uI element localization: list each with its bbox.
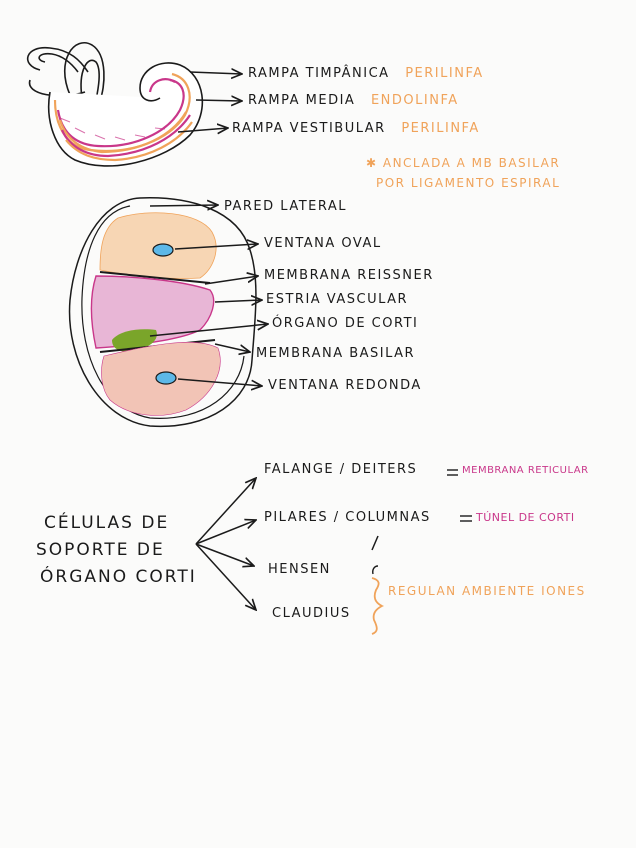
cells-arrows: [195, 478, 379, 610]
semicircular-canals: [26, 42, 105, 101]
cell-falange-name: FALANGE / DEITERS: [264, 462, 418, 477]
rampa-timpanica-fluid: PERILINFA: [405, 66, 484, 81]
rampa-media-name: RAMPA MEDIA: [248, 93, 356, 108]
oval-window: [152, 243, 174, 257]
cell-falange-result: MEMBRANA RETICULAR: [462, 465, 589, 476]
cochlea-drawing: [26, 42, 204, 167]
cell-pilares-name: PILARES / COLUMNAS: [264, 510, 431, 525]
label-estria-vascular: ESTRIA VASCULAR: [266, 292, 409, 307]
rampa-media-fluid: ENDOLINFA: [370, 93, 459, 108]
rampa-vestibular-name: RAMPA VESTIBULAR: [232, 121, 386, 136]
arrow-media: [195, 100, 242, 101]
section-arrows: [149, 205, 268, 386]
rampa-timpanica-name: RAMPA TIMPÂNICA: [248, 66, 390, 81]
orange-brace: [371, 577, 385, 635]
scala-media: [90, 275, 215, 349]
reissner-membrane: [99, 271, 211, 284]
rampa-vestibular-fluid: PERILINFA: [401, 121, 480, 136]
cell-item-falange: FALANGE / DEITERS: [264, 462, 417, 477]
cell-item-hensen: HENSEN: [268, 562, 331, 577]
round-window: [155, 371, 177, 385]
label-organo-de-corti: ÓRGANO DE CORTI: [272, 316, 419, 331]
cells-title-line2: SOPORTE DE: [36, 540, 165, 560]
label-ventana-oval: VENTANA OVAL: [264, 236, 382, 251]
inner-outline: [81, 205, 245, 419]
arrow-vestibular: [177, 128, 228, 132]
cochlear-cross-section: [68, 197, 257, 428]
label-membrana-basilar: MEMBRANA BASILAR: [256, 346, 416, 361]
label-pared-lateral: PARED LATERAL: [224, 199, 348, 214]
note-anclada: ✱ ANCLADA A MB BASILAR: [366, 156, 561, 170]
label-rampa-timpanica: RAMPA TIMPÂNICA PERILINFA: [248, 66, 484, 81]
cells-title-line1: CÉLULAS DE: [44, 513, 170, 533]
equals-signs: [447, 469, 472, 522]
cell-item-claudius: CLAUDIUS: [272, 606, 351, 621]
label-rampa-media: RAMPA MEDIA ENDOLINFA: [248, 93, 459, 108]
cell-pilares-result: TÚNEL DE CORTI: [476, 511, 575, 524]
label-membrana-reissner: MEMBRANA REISSNER: [264, 268, 434, 283]
label-rampa-vestibular: RAMPA VESTIBULAR PERILINFA: [232, 121, 480, 136]
brace-note: REGULAN AMBIENTE IONES: [388, 584, 586, 598]
cell-item-pilares: PILARES / COLUMNAS: [264, 510, 431, 525]
label-ventana-redonda: VENTANA REDONDA: [268, 378, 422, 393]
arrow-timpanica: [189, 72, 242, 74]
cells-title-line3: ÓRGANO CORTI: [40, 567, 197, 587]
small-tick: [372, 565, 379, 575]
note-ligamento: POR LIGAMENTO ESPIRAL: [376, 176, 561, 190]
